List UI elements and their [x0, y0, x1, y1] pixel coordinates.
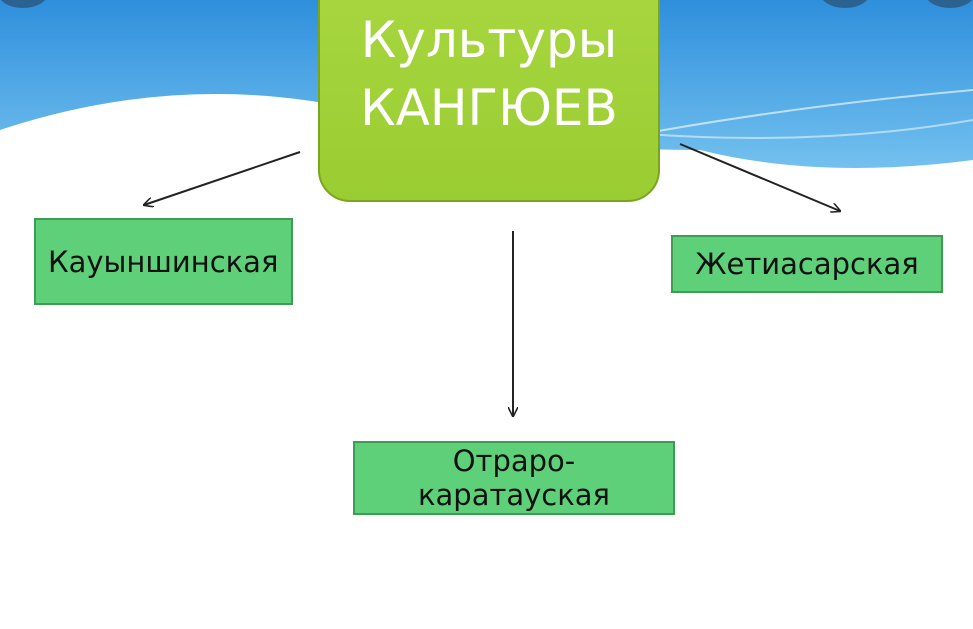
corner-decoration-left: [0, 0, 48, 8]
corner-decoration-right: [820, 0, 870, 8]
root-title-line1: Культуры: [360, 11, 618, 69]
root-node: Культуры КАНГЮЕВ: [318, 0, 660, 202]
node-otraro-karatauskaya: Отраро- каратауская: [353, 441, 675, 515]
node-bottom-label-line1: Отраро-: [452, 444, 576, 478]
node-left-label: Кауыншинская: [48, 244, 279, 279]
node-right-label: Жетиасарская: [695, 247, 919, 281]
node-bottom-label-line2: каратауская: [418, 478, 610, 512]
node-zhetiasarskaya: Жетиасарская: [671, 235, 943, 293]
node-kauynshinskaya: Кауыншинская: [34, 218, 293, 305]
corner-decoration-far-right: [925, 0, 973, 8]
root-title-line2: КАНГЮЕВ: [360, 79, 618, 137]
